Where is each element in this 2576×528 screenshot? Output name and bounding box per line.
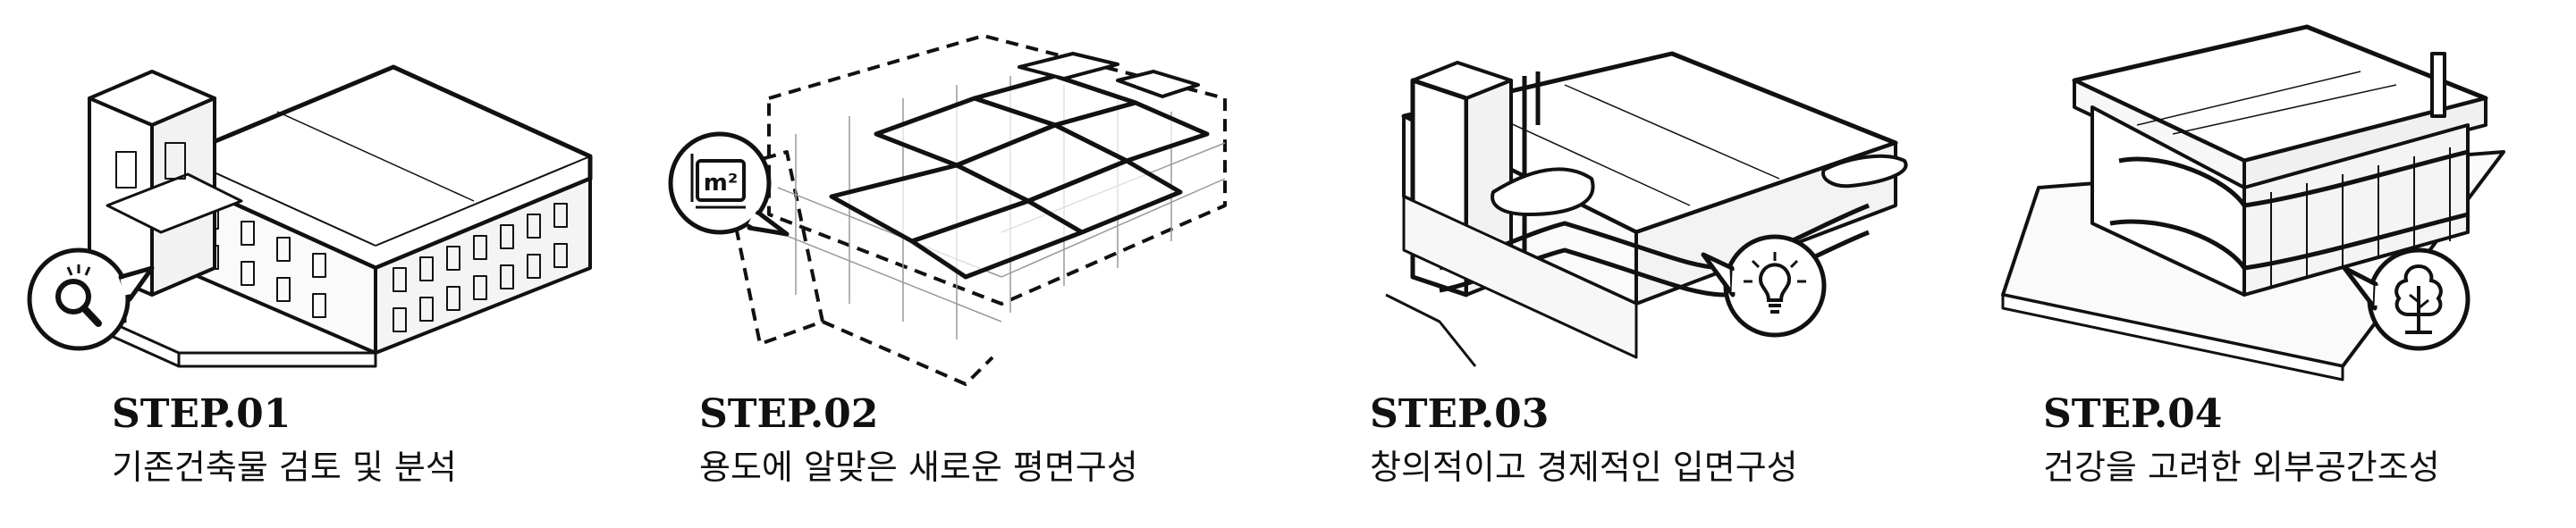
magnifier-icon [27,247,155,351]
step-03: STEP.03 창의적이고 경제적인 입면구성 [1296,0,1940,528]
tree-icon [2342,247,2470,351]
step-caption: 창의적이고 경제적인 입면구성 [1370,448,1798,487]
floor-plan-illustration: m² [668,34,1227,386]
step-01: STEP.01 기존건축물 검토 및 분석 [9,0,653,528]
step-caption: 기존건축물 검토 및 분석 [112,448,457,487]
step-label: STEP.03 [1370,391,1550,437]
step-label: STEP.04 [2043,391,2223,437]
existing-building-illustration [27,64,593,368]
step-04: STEP.04 건강을 고려한 외부공간조성 [1931,0,2575,528]
facade-design-illustration [1385,51,1908,367]
outdoor-space-illustration [2001,24,2505,381]
area-icon-text: m² [704,170,738,197]
step-caption: 용도에 알맞은 새로운 평면구성 [699,448,1138,487]
step-label: STEP.02 [699,391,879,437]
step-02: m² STEP.02 용도에 알맞은 새로운 평면구성 [653,0,1296,528]
step-caption: 건강을 고려한 외부공간조성 [2043,448,2440,487]
area-m2-icon: m² [668,131,790,237]
step-label: STEP.01 [112,391,291,437]
lightbulb-icon [1701,234,1827,338]
